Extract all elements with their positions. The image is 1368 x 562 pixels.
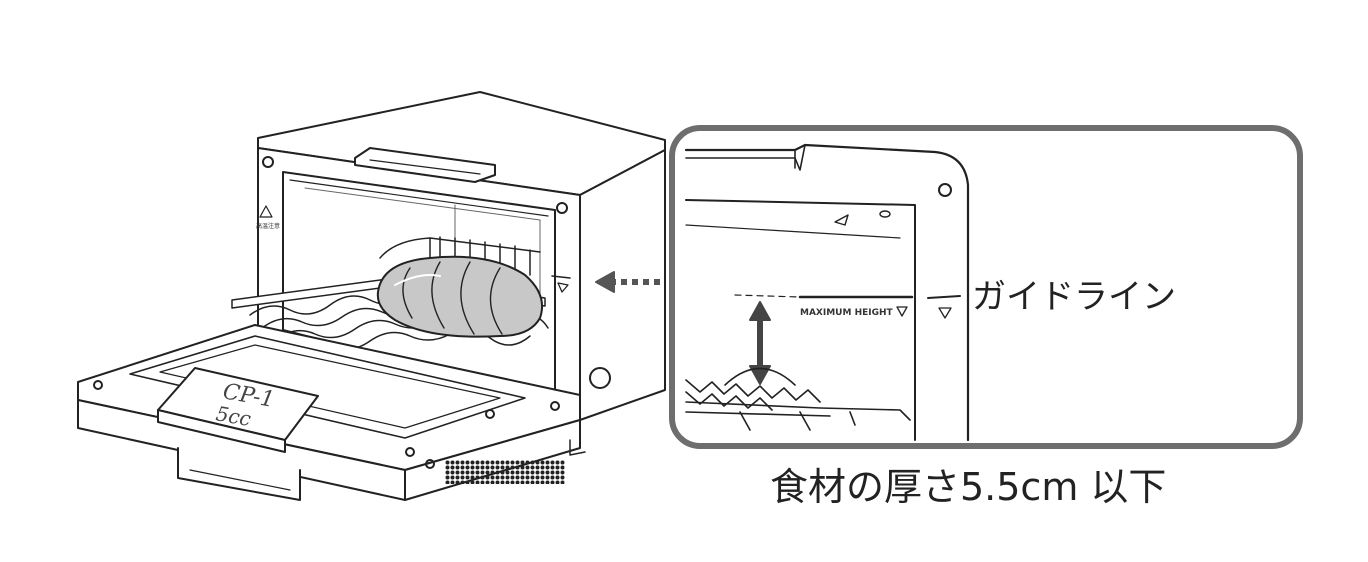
max-height-dashed: [734, 294, 801, 298]
bread-loaf: [376, 255, 544, 338]
double-arrow-icon: [749, 301, 771, 385]
oven-handle: [354, 147, 496, 183]
guide-line-label: ガイドライン: [972, 277, 1176, 317]
knob-icon: [589, 367, 611, 389]
triangle-marker-icon: [557, 282, 569, 293]
oven-guide-mark: [551, 275, 571, 279]
screw-icon: [938, 183, 952, 197]
zoom-detail-panel: MAXIMUM HEIGHT: [669, 125, 1303, 449]
guide-line-mark: [927, 295, 961, 299]
screw-icon: [556, 202, 568, 214]
warning-triangle-icon: [259, 205, 273, 218]
screw-icon: [262, 156, 274, 168]
caution-label: 高温注意: [256, 205, 280, 230]
triangle-marker-icon: [938, 307, 952, 319]
max-height-label: MAXIMUM HEIGHT: [800, 308, 894, 318]
triangle-marker-icon: [896, 306, 908, 317]
zoom-frame: [669, 125, 1303, 449]
caution-text: 高温注意: [256, 222, 280, 230]
oven-illustration: 高温注意: [77, 91, 666, 501]
rack-detail: [685, 367, 911, 431]
food-thickness-label: 食材の厚さ5.5cm 以下: [770, 465, 1166, 509]
measuring-cup: CP-1 5cc: [157, 367, 319, 453]
dotted-arrow-icon: [595, 271, 660, 293]
oven-door: [77, 324, 586, 501]
vent-grille: [445, 460, 565, 484]
